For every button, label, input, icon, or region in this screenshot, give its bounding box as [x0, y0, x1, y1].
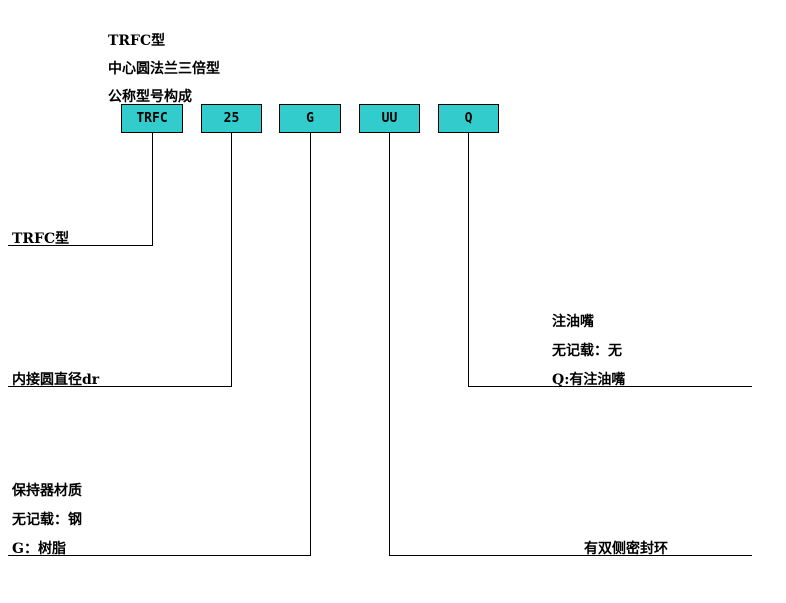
code-box-cage: G [279, 104, 341, 133]
title-composition: 公称型号构成 [108, 89, 192, 105]
leader-grease-vertical [468, 133, 469, 386]
code-box-trfc: TRFC [121, 104, 183, 133]
label-cage-g: G：树脂 [12, 541, 66, 557]
leader-cage-horizontal [8, 555, 311, 556]
label-grease-q: Q:有注油嘴 [552, 372, 626, 388]
label-cage-none: 无记载：钢 [12, 512, 82, 528]
label-grease-title: 注油嘴 [552, 314, 594, 330]
leader-grease-horizontal [468, 386, 752, 387]
leader-seal-horizontal [389, 555, 752, 556]
code-box-grease: Q [438, 104, 499, 133]
label-seal: 有双侧密封环 [584, 541, 668, 557]
leader-trfc-vertical [152, 133, 153, 245]
code-box-seal: UU [359, 104, 420, 133]
label-cage-title: 保持器材质 [12, 483, 82, 499]
leader-seal-vertical [389, 133, 390, 555]
code-box-size: 25 [201, 104, 262, 133]
leader-cage-vertical [310, 133, 311, 555]
leader-size-vertical [231, 133, 232, 386]
label-grease-none: 无记载：无 [552, 343, 622, 359]
label-diameter: 内接圆直径dr [12, 372, 100, 388]
leader-trfc-horizontal [8, 245, 153, 246]
title-description: 中心圆法兰三倍型 [108, 61, 220, 77]
label-type: TRFC型 [12, 231, 70, 247]
leader-size-horizontal [8, 386, 232, 387]
title-type: TRFC型 [108, 33, 166, 49]
